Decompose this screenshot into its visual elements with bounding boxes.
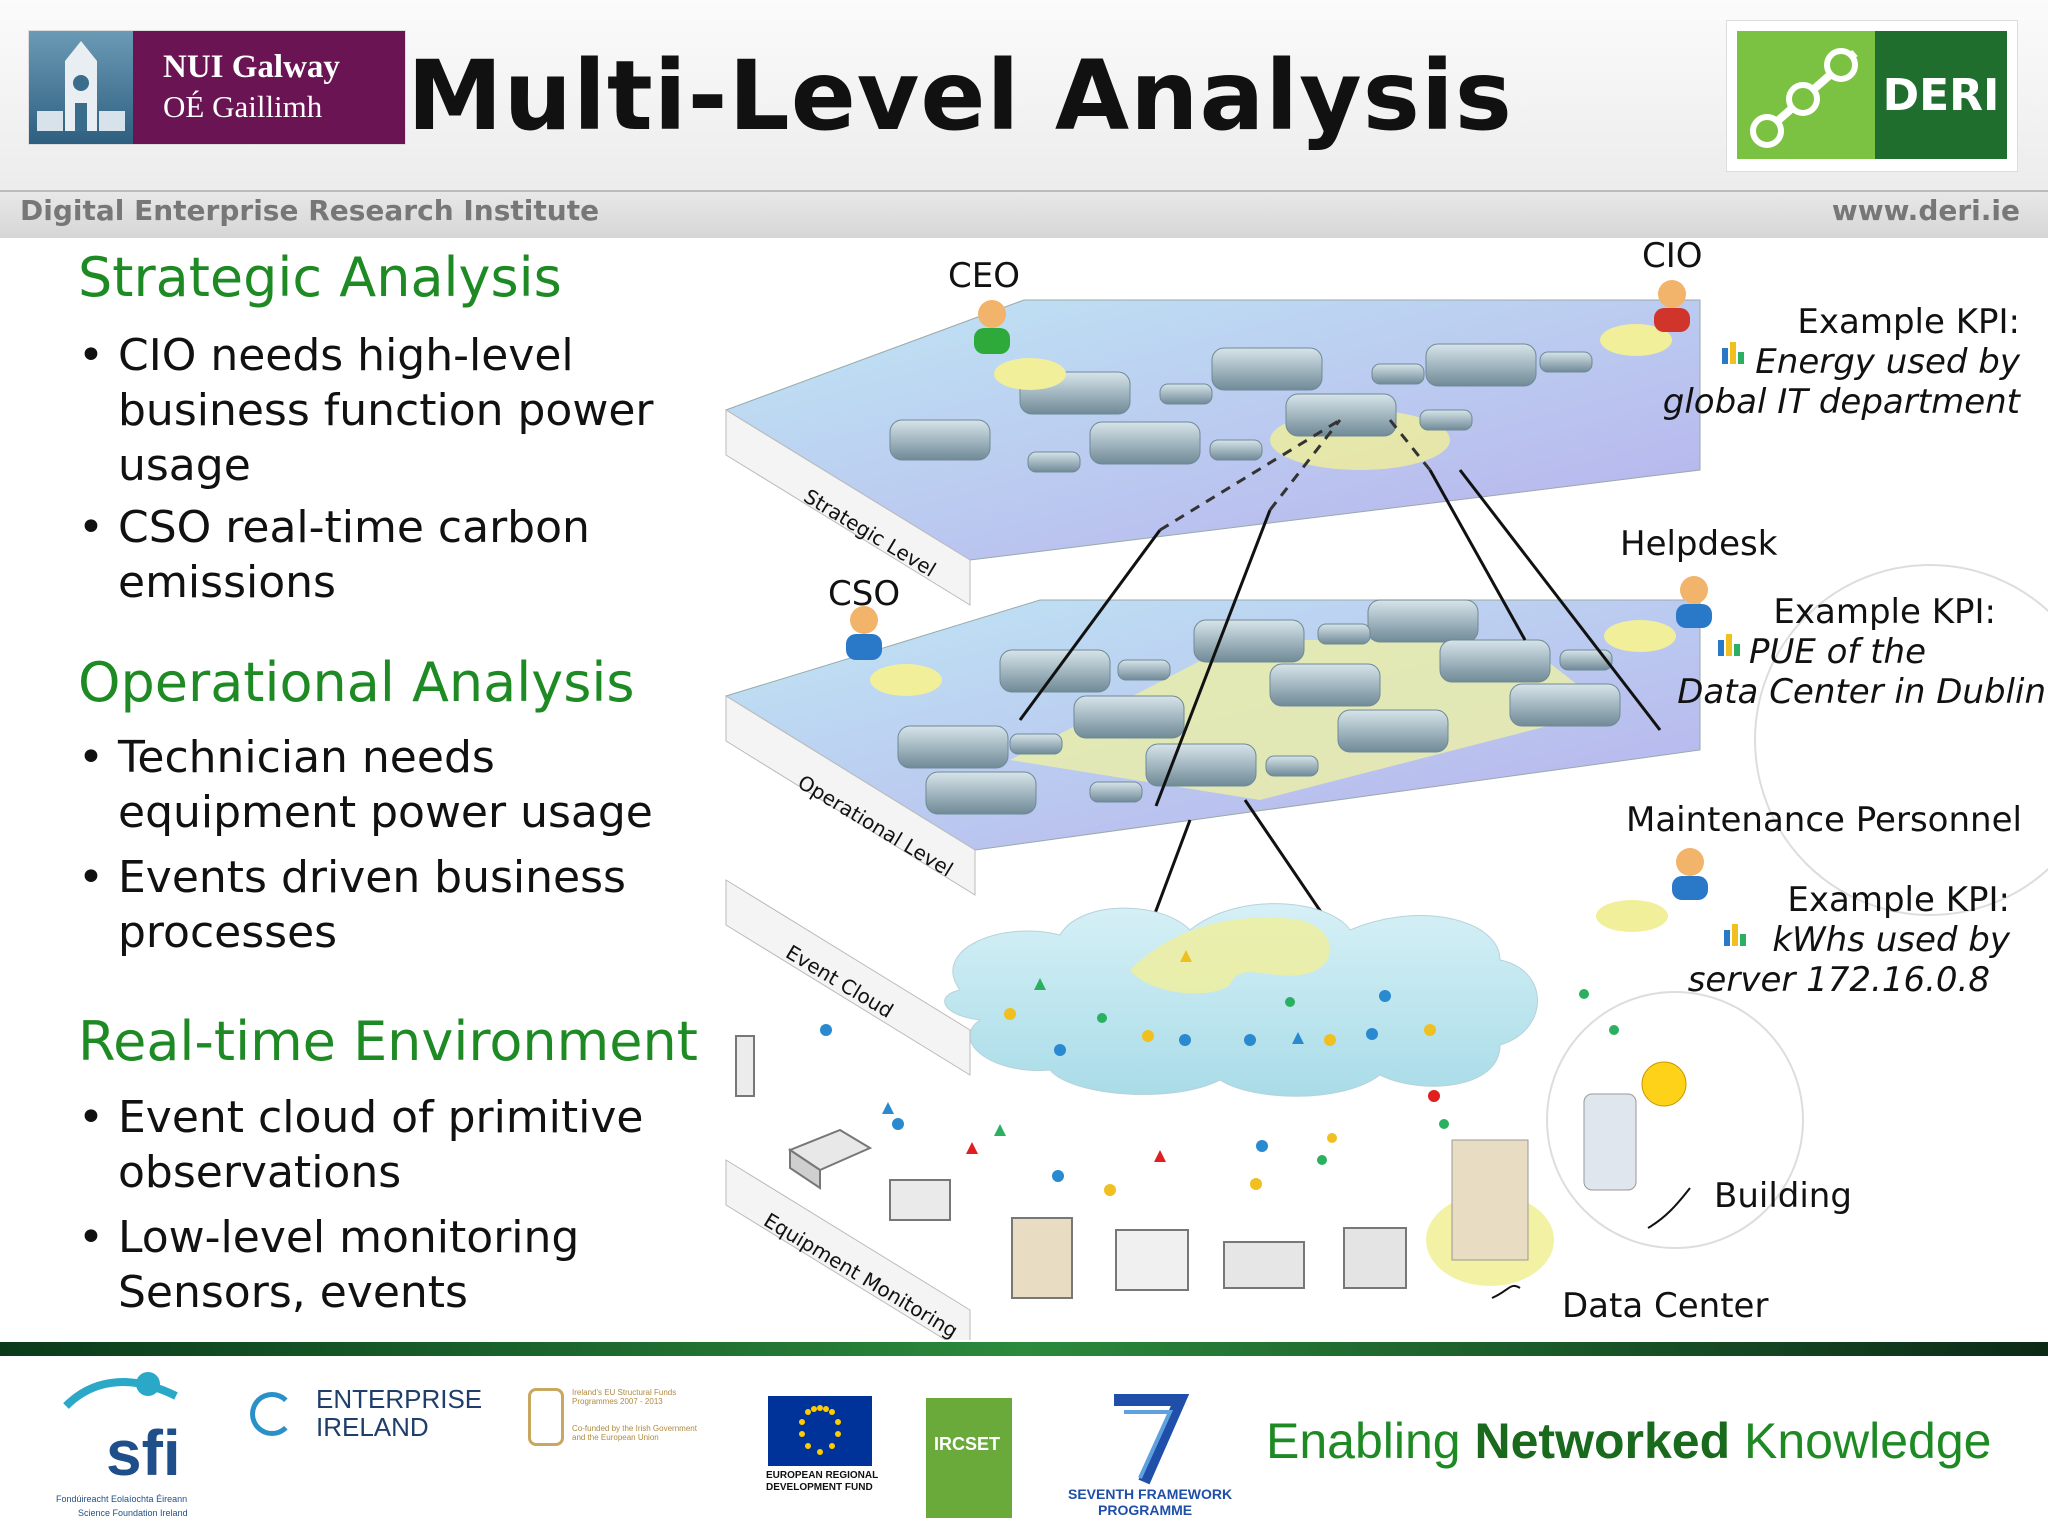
kpi-line-2: server 172.16.0.8 bbox=[1687, 960, 1990, 1000]
maintenance-person-icon bbox=[1672, 848, 1708, 900]
building-label: Building bbox=[1714, 1176, 1852, 1216]
deri-wordmark: DERI bbox=[1875, 31, 2007, 159]
subheader-bar bbox=[0, 190, 2048, 238]
kpi-line-2: Data Center in Dublin bbox=[1677, 672, 2046, 712]
fp7-logo: SEVENTH FRAMEWORK PROGRAMME bbox=[1064, 1390, 1232, 1518]
actor-label-helpdesk: Helpdesk bbox=[1620, 524, 1778, 564]
ircset-wordmark: IRCSET bbox=[934, 1434, 1001, 1454]
kpi-chart-icon bbox=[1718, 634, 1740, 656]
deri-network-icon bbox=[1737, 31, 1875, 159]
ircset-logo: IRCSET bbox=[926, 1398, 1012, 1518]
institute-name: Digital Enterprise Research Institute bbox=[20, 194, 600, 227]
kpi-line-1: PUE of the bbox=[1748, 632, 1926, 672]
actor-label-cso: CSO bbox=[828, 574, 901, 614]
sfi-swirl-icon bbox=[63, 1372, 178, 1409]
sfi-wordmark: sfi bbox=[106, 1417, 181, 1489]
bullet-dot: • bbox=[78, 330, 104, 381]
nui-irish-name: OÉ Gaillimh bbox=[163, 89, 323, 124]
quadrangle-tower-icon bbox=[29, 31, 133, 144]
tagline-prefix: Enabling bbox=[1266, 1413, 1475, 1469]
kpi-line-2: global IT department bbox=[1662, 382, 2020, 422]
actor-label-ceo: CEO bbox=[948, 256, 1020, 296]
website-link[interactable]: www.deri.ie bbox=[1831, 194, 2020, 227]
bullet-dot: • bbox=[78, 852, 104, 903]
enterprise-ireland-icon bbox=[250, 1392, 294, 1436]
helpdesk-circle bbox=[1754, 564, 2048, 916]
footer-divider bbox=[0, 1342, 2048, 1356]
kpi-line-1: kWhs used by bbox=[1772, 920, 2010, 960]
eu-funds-text: Ireland's EU Structural Funds Programmes… bbox=[572, 1388, 677, 1406]
tagline: Enabling Networked Knowledge bbox=[1266, 1412, 1991, 1470]
nui-name: NUI Galway bbox=[163, 49, 340, 85]
bullet-dot: • bbox=[78, 732, 104, 783]
nui-galway-logo: NUI Galway OÉ Gaillimh bbox=[28, 30, 406, 145]
kpi-chart-icon bbox=[1722, 342, 1744, 364]
deri-logo: DERI bbox=[1726, 20, 2018, 172]
sfi-irish: Fondúireacht Eolaíochta Éireann bbox=[56, 1494, 188, 1504]
slide-title: Multi-Level Analysis bbox=[407, 40, 1513, 152]
eu-flag-icon bbox=[768, 1396, 872, 1466]
kpi-label: Example KPI: bbox=[1797, 302, 2020, 342]
sfi-logo: sfi Fondúireacht Eolaíochta Éireann Scie… bbox=[56, 1366, 206, 1518]
kpi-operational: Example KPI: PUE of the Data Center in D… bbox=[1600, 592, 2046, 712]
erdf-line1: EUROPEAN REGIONAL bbox=[766, 1470, 879, 1481]
ei-line1: ENTERPRISE bbox=[316, 1384, 483, 1414]
footer bbox=[0, 1356, 2048, 1536]
multi-level-diagram bbox=[724, 280, 2048, 1340]
kpi-chart-icon bbox=[1724, 924, 1746, 946]
actor-label-maintenance: Maintenance Personnel bbox=[1626, 800, 2022, 840]
tagline-bold: Networked bbox=[1474, 1413, 1731, 1469]
kpi-label: Example KPI: bbox=[1773, 592, 1996, 632]
nui-galway-wordmark: NUI Galway OÉ Gaillimh bbox=[133, 31, 405, 144]
eu-funds-text-2: Co-funded by the Irish Government and th… bbox=[572, 1424, 697, 1442]
kpi-equipment: Example KPI: kWhs used by server 172.16.… bbox=[1600, 880, 2010, 1000]
section-heading-realtime: Real-time Environment bbox=[78, 1010, 698, 1073]
operational-level-edge bbox=[725, 695, 976, 896]
erdf-line2: DEVELOPMENT FUND bbox=[766, 1482, 873, 1493]
fp7-line2: PROGRAMME bbox=[1098, 1502, 1193, 1518]
building-circle bbox=[1546, 991, 1804, 1249]
bullet-dot: • bbox=[78, 1092, 104, 1143]
sfi-english: Science Foundation Ireland bbox=[78, 1508, 188, 1518]
section-heading-strategic: Strategic Analysis bbox=[78, 246, 562, 309]
equipment-monitoring-edge bbox=[725, 1159, 971, 1340]
kpi-strategic: Example KPI: Energy used by global IT de… bbox=[1600, 302, 2020, 422]
ei-line2: IRELAND bbox=[316, 1412, 429, 1442]
datacenter-rack bbox=[1451, 1139, 1529, 1261]
strategic-level-edge bbox=[725, 409, 971, 606]
event-cloud-edge bbox=[725, 879, 971, 1076]
event-cloud-shape bbox=[944, 903, 1538, 1097]
lightbulb-icon bbox=[1641, 1061, 1687, 1107]
cio-person-icon bbox=[1654, 280, 1690, 332]
section-heading-operational: Operational Analysis bbox=[78, 651, 635, 714]
bullet-dot: • bbox=[78, 502, 104, 553]
kpi-line-1: Energy used by bbox=[1755, 342, 2020, 382]
ceo-person-icon bbox=[974, 300, 1010, 354]
fp7-line1: SEVENTH FRAMEWORK bbox=[1068, 1486, 1233, 1502]
tagline-suffix: Knowledge bbox=[1730, 1413, 1992, 1469]
actor-label-cio: CIO bbox=[1642, 236, 1703, 276]
bullet-dot: • bbox=[78, 1212, 104, 1263]
fp7-seven-icon bbox=[1114, 1394, 1190, 1485]
equipment-devices bbox=[735, 1035, 1407, 1299]
cso-person-icon bbox=[846, 606, 882, 660]
harp-icon bbox=[528, 1388, 564, 1446]
helpdesk-person-icon bbox=[1676, 576, 1712, 628]
kpi-label: Example KPI: bbox=[1787, 880, 2010, 920]
datacenter-label: Data Center bbox=[1562, 1286, 1769, 1326]
